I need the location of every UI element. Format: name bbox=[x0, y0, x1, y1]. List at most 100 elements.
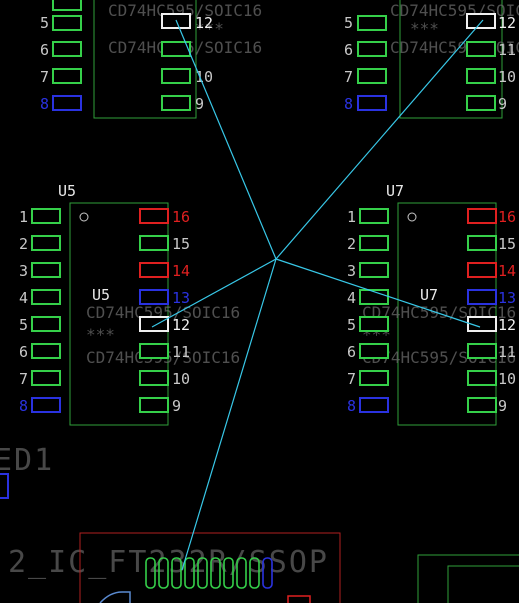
ic-top-left[interactable]: CD74HC595/SOIC16 CD74HC595/SOIC16 *** 5 … bbox=[40, 0, 262, 119]
pad[interactable] bbox=[467, 208, 497, 224]
ic-top-left-asterisks: *** bbox=[195, 19, 224, 38]
ft232r-pad[interactable] bbox=[262, 557, 273, 589]
pin-number: 7 bbox=[40, 68, 49, 86]
pad[interactable] bbox=[52, 0, 82, 11]
ic-u7[interactable]: U7 U7 CD74HC595/SOIC16 CD74HC595/SOIC16 … bbox=[347, 182, 516, 426]
pad[interactable] bbox=[357, 95, 387, 111]
pad[interactable] bbox=[359, 208, 389, 224]
pad-net-highlight[interactable] bbox=[139, 316, 169, 332]
pin-number: 13 bbox=[498, 289, 516, 307]
pad[interactable] bbox=[466, 41, 496, 57]
led1-pad[interactable] bbox=[0, 473, 9, 499]
pad[interactable] bbox=[161, 95, 191, 111]
ft232r-pad[interactable] bbox=[249, 557, 260, 589]
pin-number: 3 bbox=[19, 262, 28, 280]
pin-number: 7 bbox=[347, 370, 356, 388]
pin-number: 1 bbox=[347, 208, 356, 226]
ic-u5-asterisks: *** bbox=[86, 325, 115, 344]
pad[interactable] bbox=[31, 370, 61, 386]
pad[interactable] bbox=[31, 397, 61, 413]
pin1-marker bbox=[79, 212, 89, 222]
pad[interactable] bbox=[466, 95, 496, 111]
pad[interactable] bbox=[467, 343, 497, 359]
pin-number: 9 bbox=[195, 95, 204, 113]
pad[interactable] bbox=[31, 316, 61, 332]
pad[interactable] bbox=[139, 397, 169, 413]
pin-number: 10 bbox=[498, 370, 516, 388]
ft232r-pad[interactable] bbox=[223, 557, 234, 589]
pad[interactable] bbox=[52, 68, 82, 84]
pad[interactable] bbox=[139, 262, 169, 278]
ic-ft232r[interactable] bbox=[79, 532, 341, 603]
ft232r-pad[interactable] bbox=[158, 557, 169, 589]
pad[interactable] bbox=[139, 235, 169, 251]
pad[interactable] bbox=[357, 68, 387, 84]
ft232r-pad[interactable] bbox=[171, 557, 182, 589]
pad[interactable] bbox=[139, 208, 169, 224]
pad[interactable] bbox=[139, 370, 169, 386]
refdes-u5-inner: U5 bbox=[92, 286, 110, 304]
ratsnest bbox=[151, 19, 484, 571]
pad[interactable] bbox=[52, 15, 82, 31]
pad[interactable] bbox=[359, 316, 389, 332]
pin-number: 6 bbox=[347, 343, 356, 361]
pin-number: 12 bbox=[195, 14, 213, 32]
pin-number: 10 bbox=[498, 68, 516, 86]
pin-number: 4 bbox=[347, 289, 356, 307]
pin-number: 3 bbox=[347, 262, 356, 280]
pin-number: 11 bbox=[498, 343, 516, 361]
ft232r-pads bbox=[145, 557, 273, 589]
pad[interactable] bbox=[359, 262, 389, 278]
pad[interactable] bbox=[359, 397, 389, 413]
refdes-u7: U7 bbox=[386, 182, 404, 200]
pad-net-highlight[interactable] bbox=[467, 316, 497, 332]
pad[interactable] bbox=[139, 343, 169, 359]
pad[interactable] bbox=[467, 235, 497, 251]
ratsnest-line bbox=[151, 258, 277, 328]
pin-number: 15 bbox=[498, 235, 516, 253]
pin-number: 11 bbox=[498, 41, 516, 59]
ft232r-pad[interactable] bbox=[210, 557, 221, 589]
ft232r-pad[interactable] bbox=[184, 557, 195, 589]
pad[interactable] bbox=[357, 15, 387, 31]
pad[interactable] bbox=[467, 289, 497, 305]
pad[interactable] bbox=[31, 208, 61, 224]
pad[interactable] bbox=[467, 262, 497, 278]
pad[interactable] bbox=[161, 68, 191, 84]
pin-number: 8 bbox=[40, 95, 49, 113]
pad[interactable] bbox=[359, 343, 389, 359]
bottom-right-component-outline bbox=[417, 554, 519, 603]
pin-number: 4 bbox=[19, 289, 28, 307]
ft232r-pad[interactable] bbox=[197, 557, 208, 589]
pad[interactable] bbox=[139, 289, 169, 305]
pin-number: 9 bbox=[172, 397, 181, 415]
ft232r-red-pad[interactable] bbox=[287, 595, 311, 603]
pad[interactable] bbox=[31, 235, 61, 251]
ic-top-right-body bbox=[399, 0, 503, 119]
pad[interactable] bbox=[467, 397, 497, 413]
pad[interactable] bbox=[52, 41, 82, 57]
ic-top-right[interactable]: CD74HC595/SOIC16 CD74HC595/SOIC16 *** 5 … bbox=[344, 0, 519, 119]
ft232r-outline bbox=[79, 532, 341, 603]
pin-number: 5 bbox=[347, 316, 356, 334]
pad[interactable] bbox=[467, 370, 497, 386]
pad[interactable] bbox=[31, 343, 61, 359]
pad-net-highlight[interactable] bbox=[466, 13, 496, 29]
pad[interactable] bbox=[357, 41, 387, 57]
ic-u5[interactable]: U5 U5 CD74HC595/SOIC16 CD74HC595/SOIC16 … bbox=[19, 182, 240, 426]
pad[interactable] bbox=[31, 262, 61, 278]
pad[interactable] bbox=[466, 68, 496, 84]
ft232r-pad[interactable] bbox=[236, 557, 247, 589]
pad[interactable] bbox=[31, 289, 61, 305]
ic-u7-body bbox=[397, 202, 497, 426]
pad[interactable] bbox=[52, 95, 82, 111]
ft232r-pad[interactable] bbox=[145, 557, 156, 589]
pad[interactable] bbox=[359, 235, 389, 251]
pad[interactable] bbox=[359, 370, 389, 386]
pad[interactable] bbox=[161, 41, 191, 57]
pin-number: 1 bbox=[19, 208, 28, 226]
